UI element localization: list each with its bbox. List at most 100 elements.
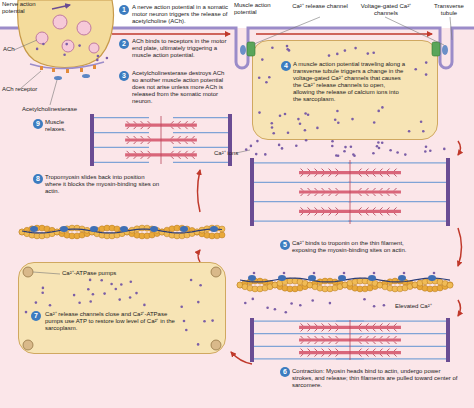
myosin-head [141, 136, 144, 139]
synaptic-vesicle [89, 43, 99, 53]
part-label: Ca²⁺ ions [214, 150, 240, 157]
part-label: Nerve action potential [2, 1, 50, 15]
myosin-head [308, 336, 311, 339]
part-label: Ca²⁺-ATPase pumps [62, 270, 132, 277]
myosin-head [394, 213, 397, 216]
myosin-head [148, 136, 151, 139]
myosin-head [380, 207, 383, 210]
thin-filament [173, 132, 230, 133]
myosin-head [171, 156, 174, 159]
myosin-head [322, 213, 325, 216]
myosin-head [336, 349, 339, 352]
myosin-head [315, 194, 318, 197]
myosin-head [308, 207, 311, 210]
myosin-head [394, 174, 397, 177]
acetylcholinesterase [54, 76, 62, 80]
myosin-head [394, 329, 397, 332]
calcium-ion [96, 59, 99, 62]
calcium-ion [266, 307, 269, 310]
troponin [210, 226, 218, 232]
myosin-head [185, 127, 188, 129]
calcium-ion [63, 53, 66, 56]
myosin-head [171, 127, 174, 129]
calcium-ion [404, 153, 407, 156]
calcium-ion [424, 150, 427, 153]
myosin-head [185, 142, 188, 145]
thin-filament [252, 182, 352, 183]
troponin [150, 226, 158, 232]
myosin-head [141, 156, 144, 159]
myosin-head [359, 174, 362, 177]
myosin-head [308, 323, 311, 326]
thin-filament [92, 132, 149, 133]
troponin [120, 226, 128, 232]
part-label: Transverse tubule [426, 3, 472, 17]
step-text: Contraction: Myosin heads bind to actin,… [292, 368, 462, 389]
m-line [161, 116, 162, 164]
calcium-ion [36, 48, 39, 51]
thin-filament [252, 162, 352, 163]
myosin-head [366, 336, 369, 339]
myosin-head [127, 151, 129, 154]
part-label: Voltage-gated Ca²⁺ channels [352, 3, 420, 17]
callout-number: 6 [280, 367, 290, 377]
step-text: Muscle relaxes. [45, 119, 77, 133]
myosin-head [148, 156, 151, 159]
calcium-ion [290, 302, 293, 305]
part-label: Elevated Ca²⁺ [395, 303, 465, 310]
calcium-ion [372, 152, 375, 155]
ach-receptor [93, 65, 96, 69]
m-line [350, 320, 351, 360]
myosin-head [322, 194, 325, 197]
myosin-head [336, 188, 339, 191]
calcium-ion [253, 272, 256, 275]
myosin-head [387, 174, 390, 177]
troponin [180, 226, 188, 232]
troponin [60, 226, 68, 232]
myosin-head [380, 323, 383, 326]
myosin-head [380, 349, 383, 352]
step-number: 1 [119, 5, 129, 15]
calcium-ion [383, 304, 386, 307]
myosin-head [366, 188, 369, 191]
thin-filament [336, 333, 448, 334]
myosin-head [359, 342, 362, 345]
myosin-head [141, 121, 144, 124]
myosin-head [192, 121, 195, 124]
myosin-head [336, 207, 339, 210]
myosin-head [387, 323, 390, 326]
actin-bead [447, 282, 453, 288]
myosin-head [301, 342, 304, 345]
myosin-head [301, 194, 304, 197]
ach-receptor [80, 68, 83, 72]
myosin-head [329, 207, 332, 210]
myosin-head [366, 169, 369, 172]
calcium-ion [425, 145, 428, 148]
step-arrow [458, 228, 462, 266]
leader-line [450, 17, 452, 40]
myosin-head [315, 323, 318, 326]
voltage-gated-channel [442, 45, 448, 55]
myosin-head [322, 349, 325, 352]
sarcoplasmic-reticulum: Ca²⁺ release channels close and Ca²⁺-ATP… [18, 262, 226, 354]
myosin-head [308, 188, 311, 191]
calcium-ion [389, 149, 392, 152]
myosin-head [301, 354, 304, 357]
calcium-ion [281, 147, 284, 150]
myosin-head [148, 142, 151, 145]
myosin-head [336, 194, 339, 197]
calcium-ion [377, 141, 380, 144]
action-potential-arrow [112, 33, 230, 34]
myosin-head [178, 156, 181, 159]
myosin-head [315, 188, 318, 191]
myosin-head [127, 156, 129, 159]
part-label: Acetylcholinesterase [22, 106, 92, 113]
step-text: ACh binds to receptors in the motor end … [132, 38, 232, 59]
step-arrow [458, 300, 461, 316]
calcium-ion [299, 304, 302, 307]
calcium-ion [313, 272, 316, 275]
step-number: 8 [33, 174, 43, 184]
myosin-head [373, 323, 376, 326]
myosin-head [366, 349, 369, 352]
calcium-ion [78, 44, 81, 47]
